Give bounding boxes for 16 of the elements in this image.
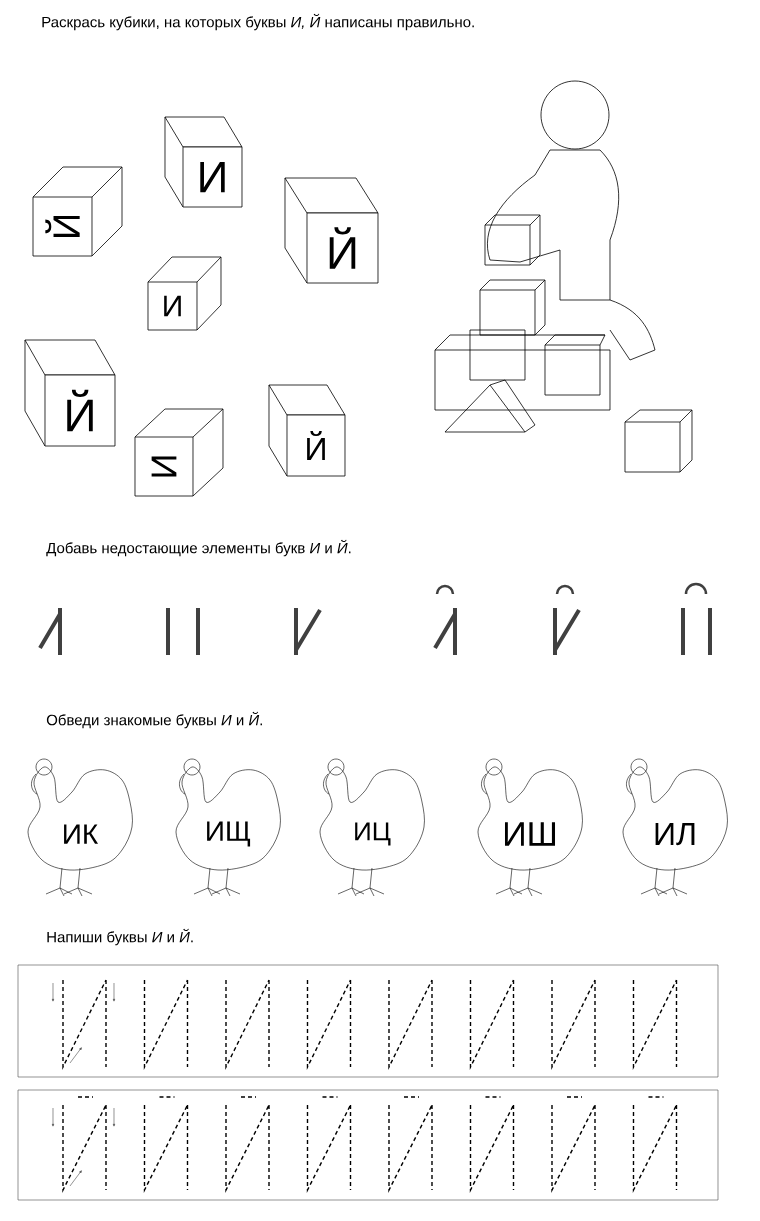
- instruction-text: Раскрась кубики, на которых буквы И, Й написаны правильно.: [42, 13, 474, 31]
- letter-cube: И: [134, 408, 224, 497]
- letter-cube: Й: [24, 339, 116, 447]
- letter-cube: И: [147, 256, 222, 331]
- instruction-text: Напиши буквы И и Й.: [47, 928, 193, 946]
- letter-cube: Й: [32, 166, 123, 257]
- turkey-drawing: ИШ: [477, 758, 583, 897]
- letter-cube: И: [164, 116, 243, 208]
- turkey-drawing: ИЦ: [319, 758, 425, 897]
- letter-cube: Й: [268, 384, 346, 477]
- turkey-drawing: ИК: [27, 758, 133, 897]
- turkey-drawing: ИЩ: [175, 758, 281, 897]
- letter-cube: Й: [284, 177, 379, 284]
- turkey-drawing: ИЛ: [622, 758, 728, 897]
- instruction-text: Добавь недостающие элементы букв И и Й.: [46, 539, 351, 557]
- instruction-text: Обведи знакомые буквы И и Й.: [46, 711, 262, 729]
